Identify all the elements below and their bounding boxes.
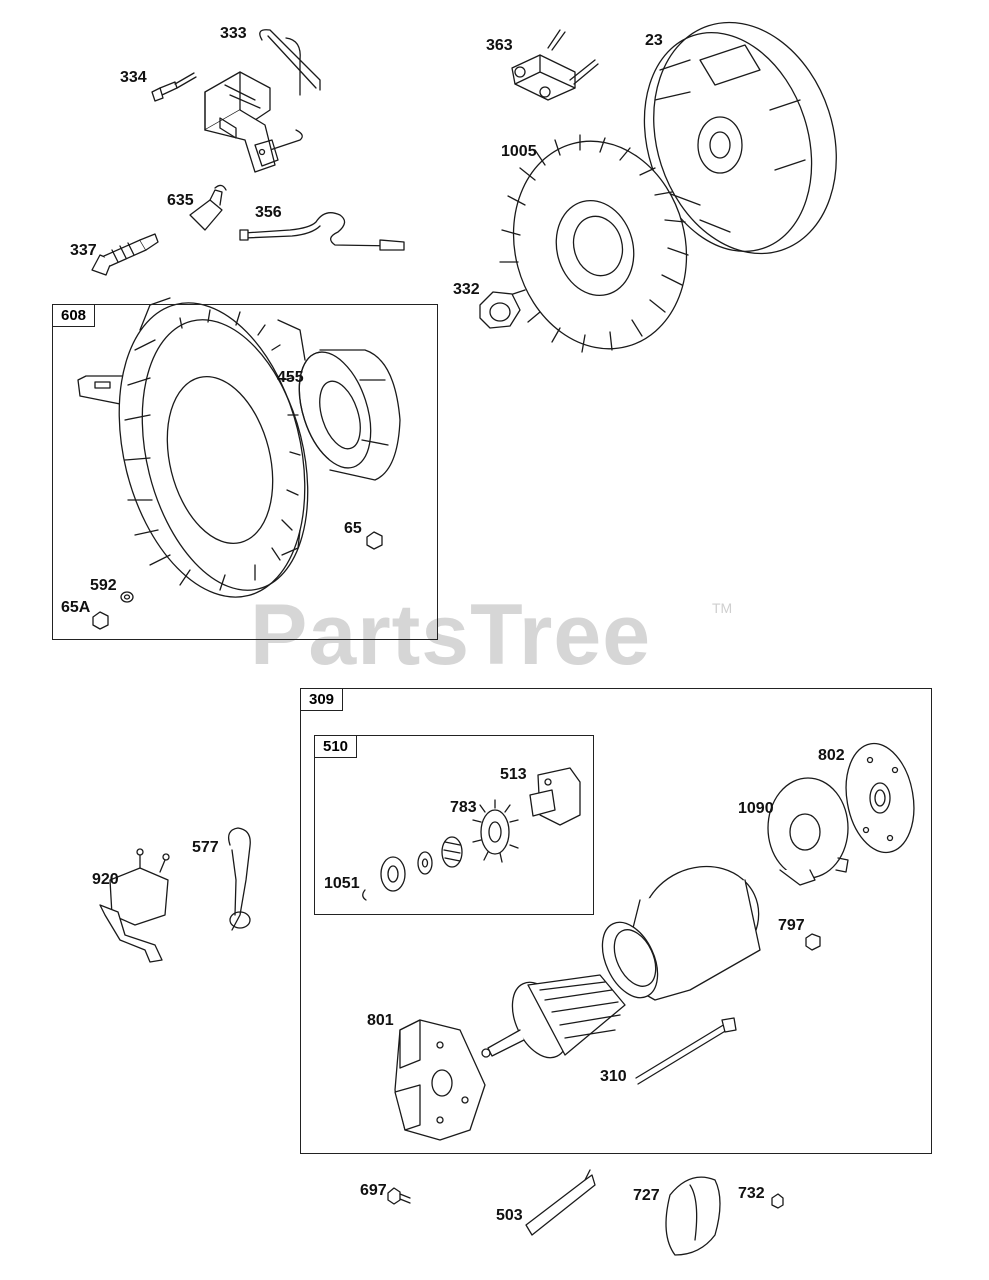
part-65-bolt <box>366 531 383 550</box>
label-65: 65 <box>344 520 362 537</box>
label-23: 23 <box>645 32 663 49</box>
label-920: 920 <box>92 871 119 888</box>
label-363: 363 <box>486 37 513 54</box>
label-1090: 1090 <box>738 800 774 817</box>
label-332: 332 <box>453 281 480 298</box>
part-797-nut <box>805 933 821 951</box>
label-577: 577 <box>192 839 219 856</box>
part-309-frame <box>601 865 761 1001</box>
box-608: 608 <box>52 304 438 640</box>
part-510-collar <box>380 856 406 892</box>
part-802-end-plate <box>845 742 915 854</box>
part-1051-clip <box>362 889 367 901</box>
part-333-armature <box>204 29 321 173</box>
part-1005-fan <box>499 134 689 353</box>
part-783-gear <box>472 799 519 863</box>
part-513-drive-end <box>529 767 581 826</box>
part-309-armature <box>481 974 626 1059</box>
label-802: 802 <box>818 747 845 764</box>
label-797: 797 <box>778 917 805 934</box>
part-65a-bolt <box>92 611 109 630</box>
part-310-through-bolt <box>635 1017 737 1085</box>
watermark-brand: PartsTree <box>250 587 652 683</box>
label-732: 732 <box>738 1185 765 1202</box>
part-727-cover <box>665 1176 721 1256</box>
part-510-spring <box>441 836 463 868</box>
label-697: 697 <box>360 1182 387 1199</box>
part-503-strap <box>525 1169 596 1236</box>
part-356-wire <box>239 212 405 251</box>
label-783: 783 <box>450 799 477 816</box>
part-334-screw <box>151 72 197 102</box>
label-333: 333 <box>220 25 247 42</box>
part-1090-brush-holder <box>767 777 849 886</box>
box-510-tag: 510 <box>315 736 358 758</box>
box-510: 510 <box>314 735 594 915</box>
watermark-trademark: TM <box>712 600 733 616</box>
part-608-rewind-starter <box>77 297 309 598</box>
part-23-flywheel <box>643 21 837 255</box>
label-592: 592 <box>90 577 117 594</box>
part-801-end-bracket <box>394 1019 486 1141</box>
label-337: 337 <box>70 242 97 259</box>
part-920-solenoid <box>99 848 170 963</box>
part-577-spark-boot <box>227 827 251 931</box>
label-513: 513 <box>500 766 527 783</box>
label-356: 356 <box>255 204 282 221</box>
part-455-pulley-cup <box>298 349 401 481</box>
label-65a: 65A <box>61 599 91 616</box>
label-310: 310 <box>600 1068 627 1085</box>
label-1005: 1005 <box>501 143 537 160</box>
part-732-screw <box>771 1193 784 1209</box>
part-635-clip <box>189 184 227 231</box>
label-455: 455 <box>277 369 304 386</box>
box-608-tag: 608 <box>53 305 96 327</box>
part-697-bolt <box>387 1187 411 1205</box>
part-363-bracket <box>511 29 599 101</box>
part-592-washer <box>120 591 134 603</box>
label-503: 503 <box>496 1207 523 1224</box>
box-309: 309 <box>300 688 932 1154</box>
box-309-tag: 309 <box>301 689 344 711</box>
label-635: 635 <box>167 192 194 209</box>
label-801: 801 <box>367 1012 394 1029</box>
part-332-nut <box>479 291 521 329</box>
label-1051: 1051 <box>324 875 360 892</box>
part-337-spark-plug <box>91 233 159 276</box>
label-727: 727 <box>633 1187 660 1204</box>
part-510-washer <box>417 851 433 875</box>
label-334: 334 <box>120 69 147 86</box>
